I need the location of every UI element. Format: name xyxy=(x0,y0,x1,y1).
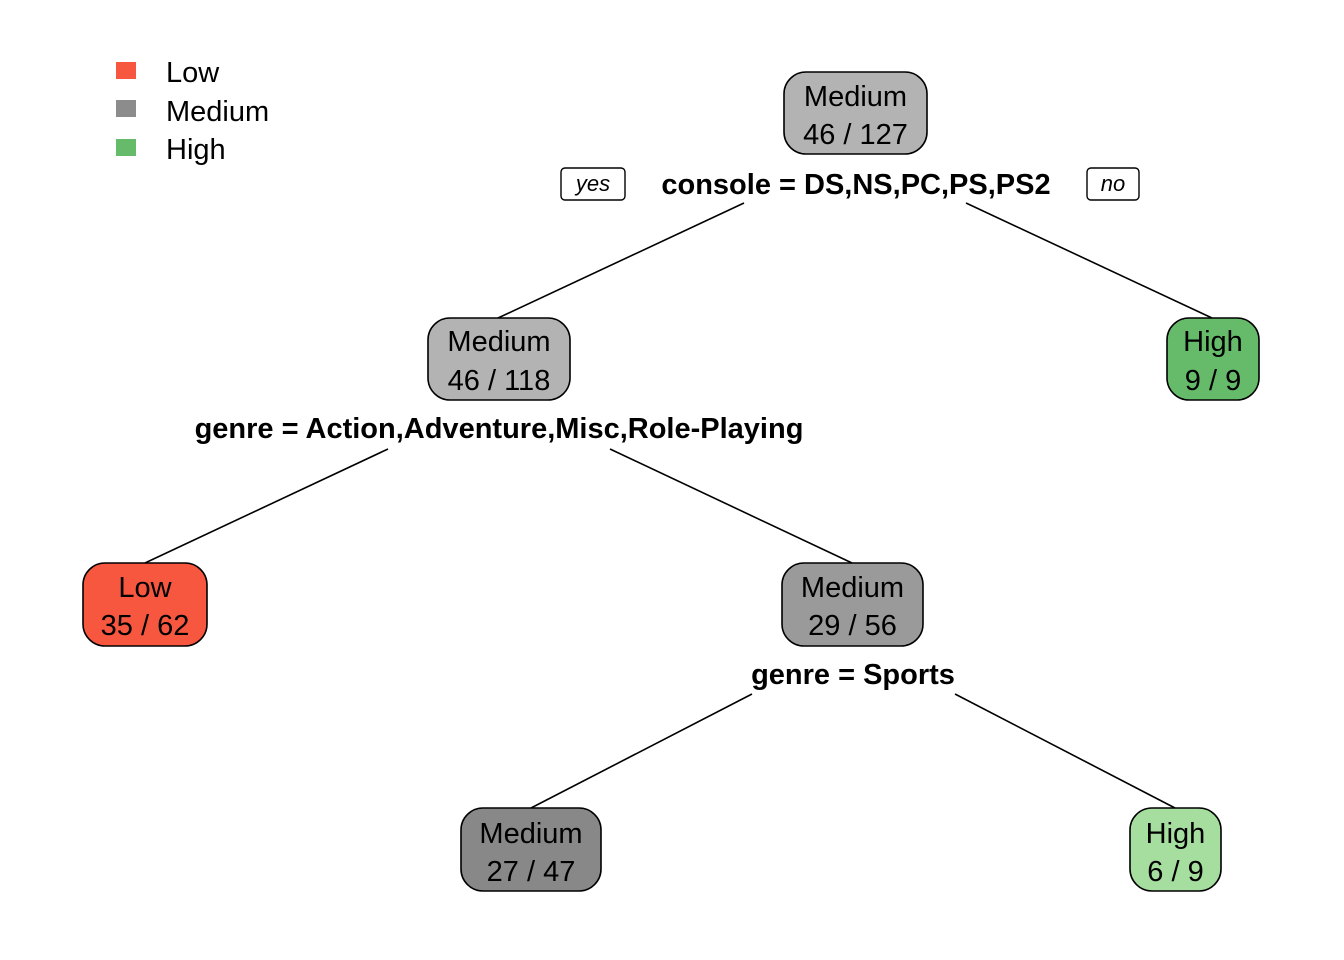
node-class-label: Medium xyxy=(801,572,904,604)
node-counts: 35 / 62 xyxy=(101,610,190,642)
split-condition-n5: genre = Sports xyxy=(751,659,955,691)
tree-node-n6: Medium 27 / 47 xyxy=(460,807,602,892)
node-counts: 6 / 9 xyxy=(1147,856,1203,888)
node-counts: 46 / 118 xyxy=(448,365,551,397)
node-class-label: Low xyxy=(118,572,172,604)
edge-n5-n6 xyxy=(530,693,753,809)
no-label: no xyxy=(1101,171,1125,196)
edges xyxy=(144,202,1213,809)
tree-node-n7: High 6 / 9 xyxy=(1129,807,1222,892)
edge-n1-n3 xyxy=(965,202,1213,319)
node-counts: 27 / 47 xyxy=(487,856,576,888)
edge-n1-n2 xyxy=(497,202,745,319)
node-class-label: Medium xyxy=(447,326,550,358)
legend-label-low: Low xyxy=(166,57,220,89)
node-box xyxy=(1129,807,1222,892)
edge-n2-n4 xyxy=(144,448,389,564)
legend-swatch-medium xyxy=(116,100,136,117)
node-box xyxy=(427,317,571,401)
node-box xyxy=(1166,317,1260,401)
edge-n2-n5 xyxy=(609,448,853,564)
split-condition-n2: genre = Action,Adventure,Misc,Role-Playi… xyxy=(195,413,804,445)
node-box xyxy=(460,807,602,892)
node-counts: 46 / 127 xyxy=(803,119,908,151)
legend-label-high: High xyxy=(166,134,226,166)
no-label-box xyxy=(1086,167,1140,201)
legend-swatch-high xyxy=(116,139,136,156)
legend-swatch-low xyxy=(116,62,136,79)
tree-node-n5: Medium 29 / 56 xyxy=(781,562,924,647)
node-class-label: High xyxy=(1146,818,1206,850)
legend-label-medium: Medium xyxy=(166,96,269,128)
legend: Low Medium High xyxy=(116,57,269,166)
tree-node-n2: Medium 46 / 118 xyxy=(427,317,571,401)
yes-label: yes xyxy=(574,171,610,196)
node-counts: 29 / 56 xyxy=(808,610,897,642)
tree-node-root: Medium 46 / 127 xyxy=(783,71,928,155)
tree-node-n3: High 9 / 9 xyxy=(1166,317,1260,401)
node-box xyxy=(783,71,928,155)
split-condition-root: console = DS,NS,PC,PS,PS2 xyxy=(661,169,1050,201)
tree-node-n4: Low 35 / 62 xyxy=(82,562,208,647)
node-box xyxy=(82,562,208,647)
yes-label-box xyxy=(560,167,626,201)
split-root: yes console = DS,NS,PC,PS,PS2 no xyxy=(560,167,1140,201)
node-class-label: Medium xyxy=(804,81,907,113)
node-class-label: Medium xyxy=(479,818,582,850)
node-counts: 9 / 9 xyxy=(1185,365,1241,397)
edge-n5-n7 xyxy=(954,693,1176,809)
node-class-label: High xyxy=(1183,326,1243,358)
node-box xyxy=(781,562,924,647)
